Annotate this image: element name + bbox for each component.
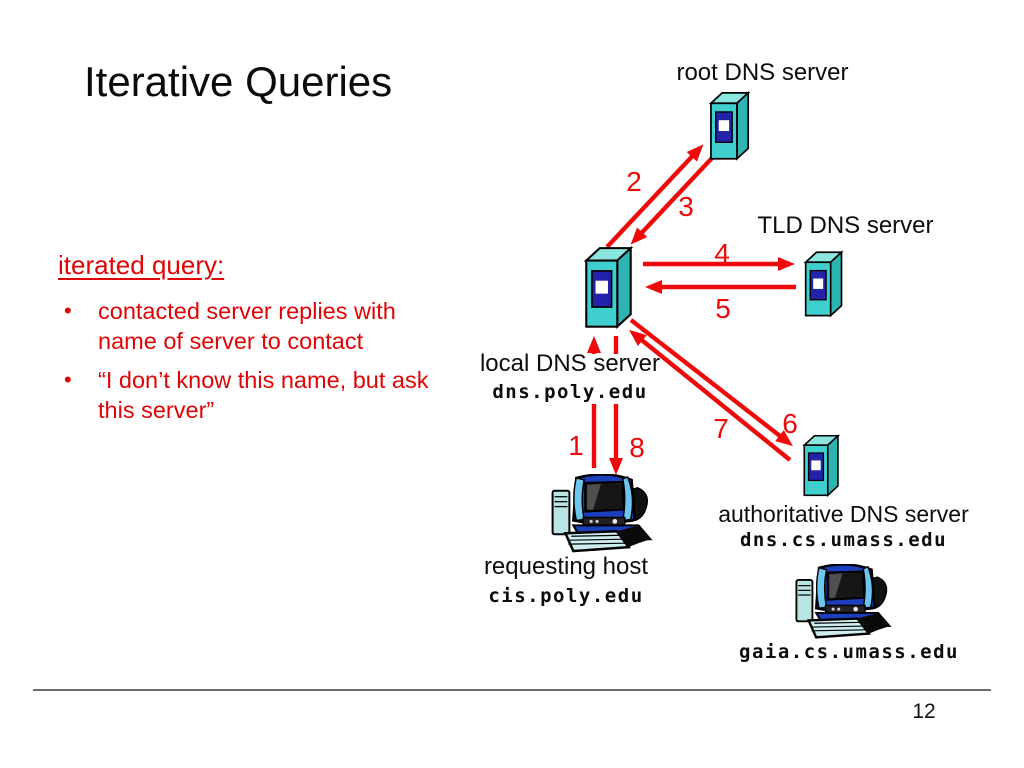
step-number-6: 6 [782, 408, 798, 439]
authoritative-dns-server-label: authoritative DNS server [718, 501, 969, 527]
arrow-step-6 [629, 318, 793, 447]
page-title: Iterative Queries [84, 58, 393, 105]
arrow-step-2 [605, 144, 704, 249]
step-number-5: 5 [715, 293, 731, 324]
notes-list: contacted server replies with name of se… [58, 297, 438, 425]
notes-heading: iterated query: [58, 250, 225, 280]
local-dns-server-icon [585, 247, 632, 328]
step-number-3: 3 [678, 191, 694, 222]
remote-host-computer-icon [795, 564, 891, 639]
remote-host-hostname: gaia.cs.umass.edu [739, 641, 959, 663]
root-dns-server-label: root DNS server [676, 59, 849, 86]
requesting-host-hostname: cis.poly.edu [488, 585, 644, 607]
step-number-1: 1 [568, 430, 584, 461]
notes-block: iterated query: contacted server replies… [58, 250, 438, 435]
step-number-8: 8 [629, 432, 645, 463]
tld-dns-server-icon [804, 251, 843, 317]
step-number-4: 4 [714, 238, 730, 269]
local-dns-server-hostname: dns.poly.edu [492, 381, 648, 403]
page-number: 12 [912, 700, 936, 723]
local-dns-server-label: local DNS server [479, 350, 661, 377]
step-number-7: 7 [713, 413, 729, 444]
notes-bullet-2: “I don’t know this name, but ask this se… [58, 366, 438, 425]
notes-bullet-1: contacted server replies with name of se… [58, 297, 438, 356]
footer-divider-line [33, 689, 991, 691]
root-dns-server-icon [710, 91, 750, 160]
arrow-step-7 [629, 329, 792, 462]
query-arrows [587, 144, 796, 475]
authoritative-dns-server-hostname: dns.cs.umass.edu [739, 529, 948, 551]
authoritative-dns-server-icon [803, 434, 839, 497]
step-number-2: 2 [626, 166, 642, 197]
tld-dns-server-label: TLD DNS server [757, 212, 934, 239]
arrow-step-3 [630, 156, 714, 245]
requesting-host-label: requesting host [483, 553, 649, 580]
requesting-host-computer-icon [551, 474, 652, 553]
